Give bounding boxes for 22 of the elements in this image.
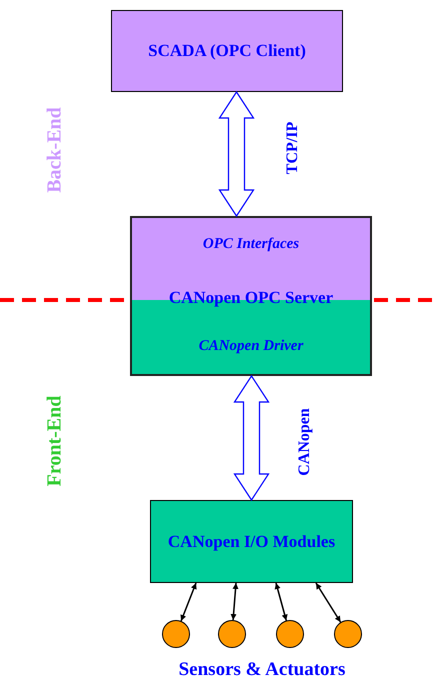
sensor-circle [218,620,246,648]
arrow [180,582,197,622]
caption-label: Sensors & Actuators [178,659,346,681]
box-label: OPC Interfaces [202,236,300,253]
double-arrow [218,90,255,218]
box-label: SCADA (OPC Client) [147,40,307,62]
sensor-circle [276,620,304,648]
section-label: Front-End [44,396,66,486]
component-box [111,10,343,92]
double-arrow [233,374,270,502]
arrow [230,582,239,620]
box-label: CANopen Driver [198,338,304,355]
edge-label: CANopen [296,408,314,476]
component-box [150,500,353,583]
box-label: CANopen I/O Modules [166,530,336,552]
section-label: Back-End [44,107,66,193]
sensor-circle [334,620,362,648]
edge-label: TCP/IP [284,122,302,174]
sensor-circle [162,620,190,648]
server-box [130,216,372,376]
arrow [274,582,288,621]
arrow [315,582,342,623]
